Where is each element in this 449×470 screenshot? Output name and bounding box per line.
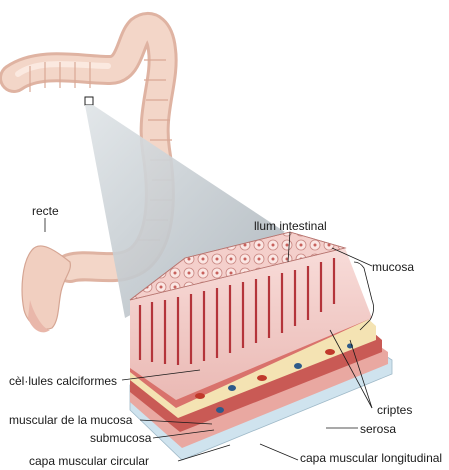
zoom-marker <box>85 97 93 105</box>
label-mucosa: mucosa <box>372 260 414 274</box>
label-criptes: criptes <box>377 403 412 417</box>
label-muscular-mucosa: muscular de la mucosa <box>9 413 133 427</box>
label-serosa: serosa <box>360 422 396 436</box>
label-capa-muscular-longitudinal: capa muscular longitudinal <box>300 451 442 465</box>
label-recte: recte <box>32 204 59 218</box>
label-cellules-calciformes: cèl·lules calciformes <box>9 374 117 388</box>
label-submucosa: submucosa <box>90 431 152 445</box>
label-llum-intestinal: llum intestinal <box>254 219 327 233</box>
label-capa-muscular-circular: capa muscular circular <box>29 454 149 468</box>
